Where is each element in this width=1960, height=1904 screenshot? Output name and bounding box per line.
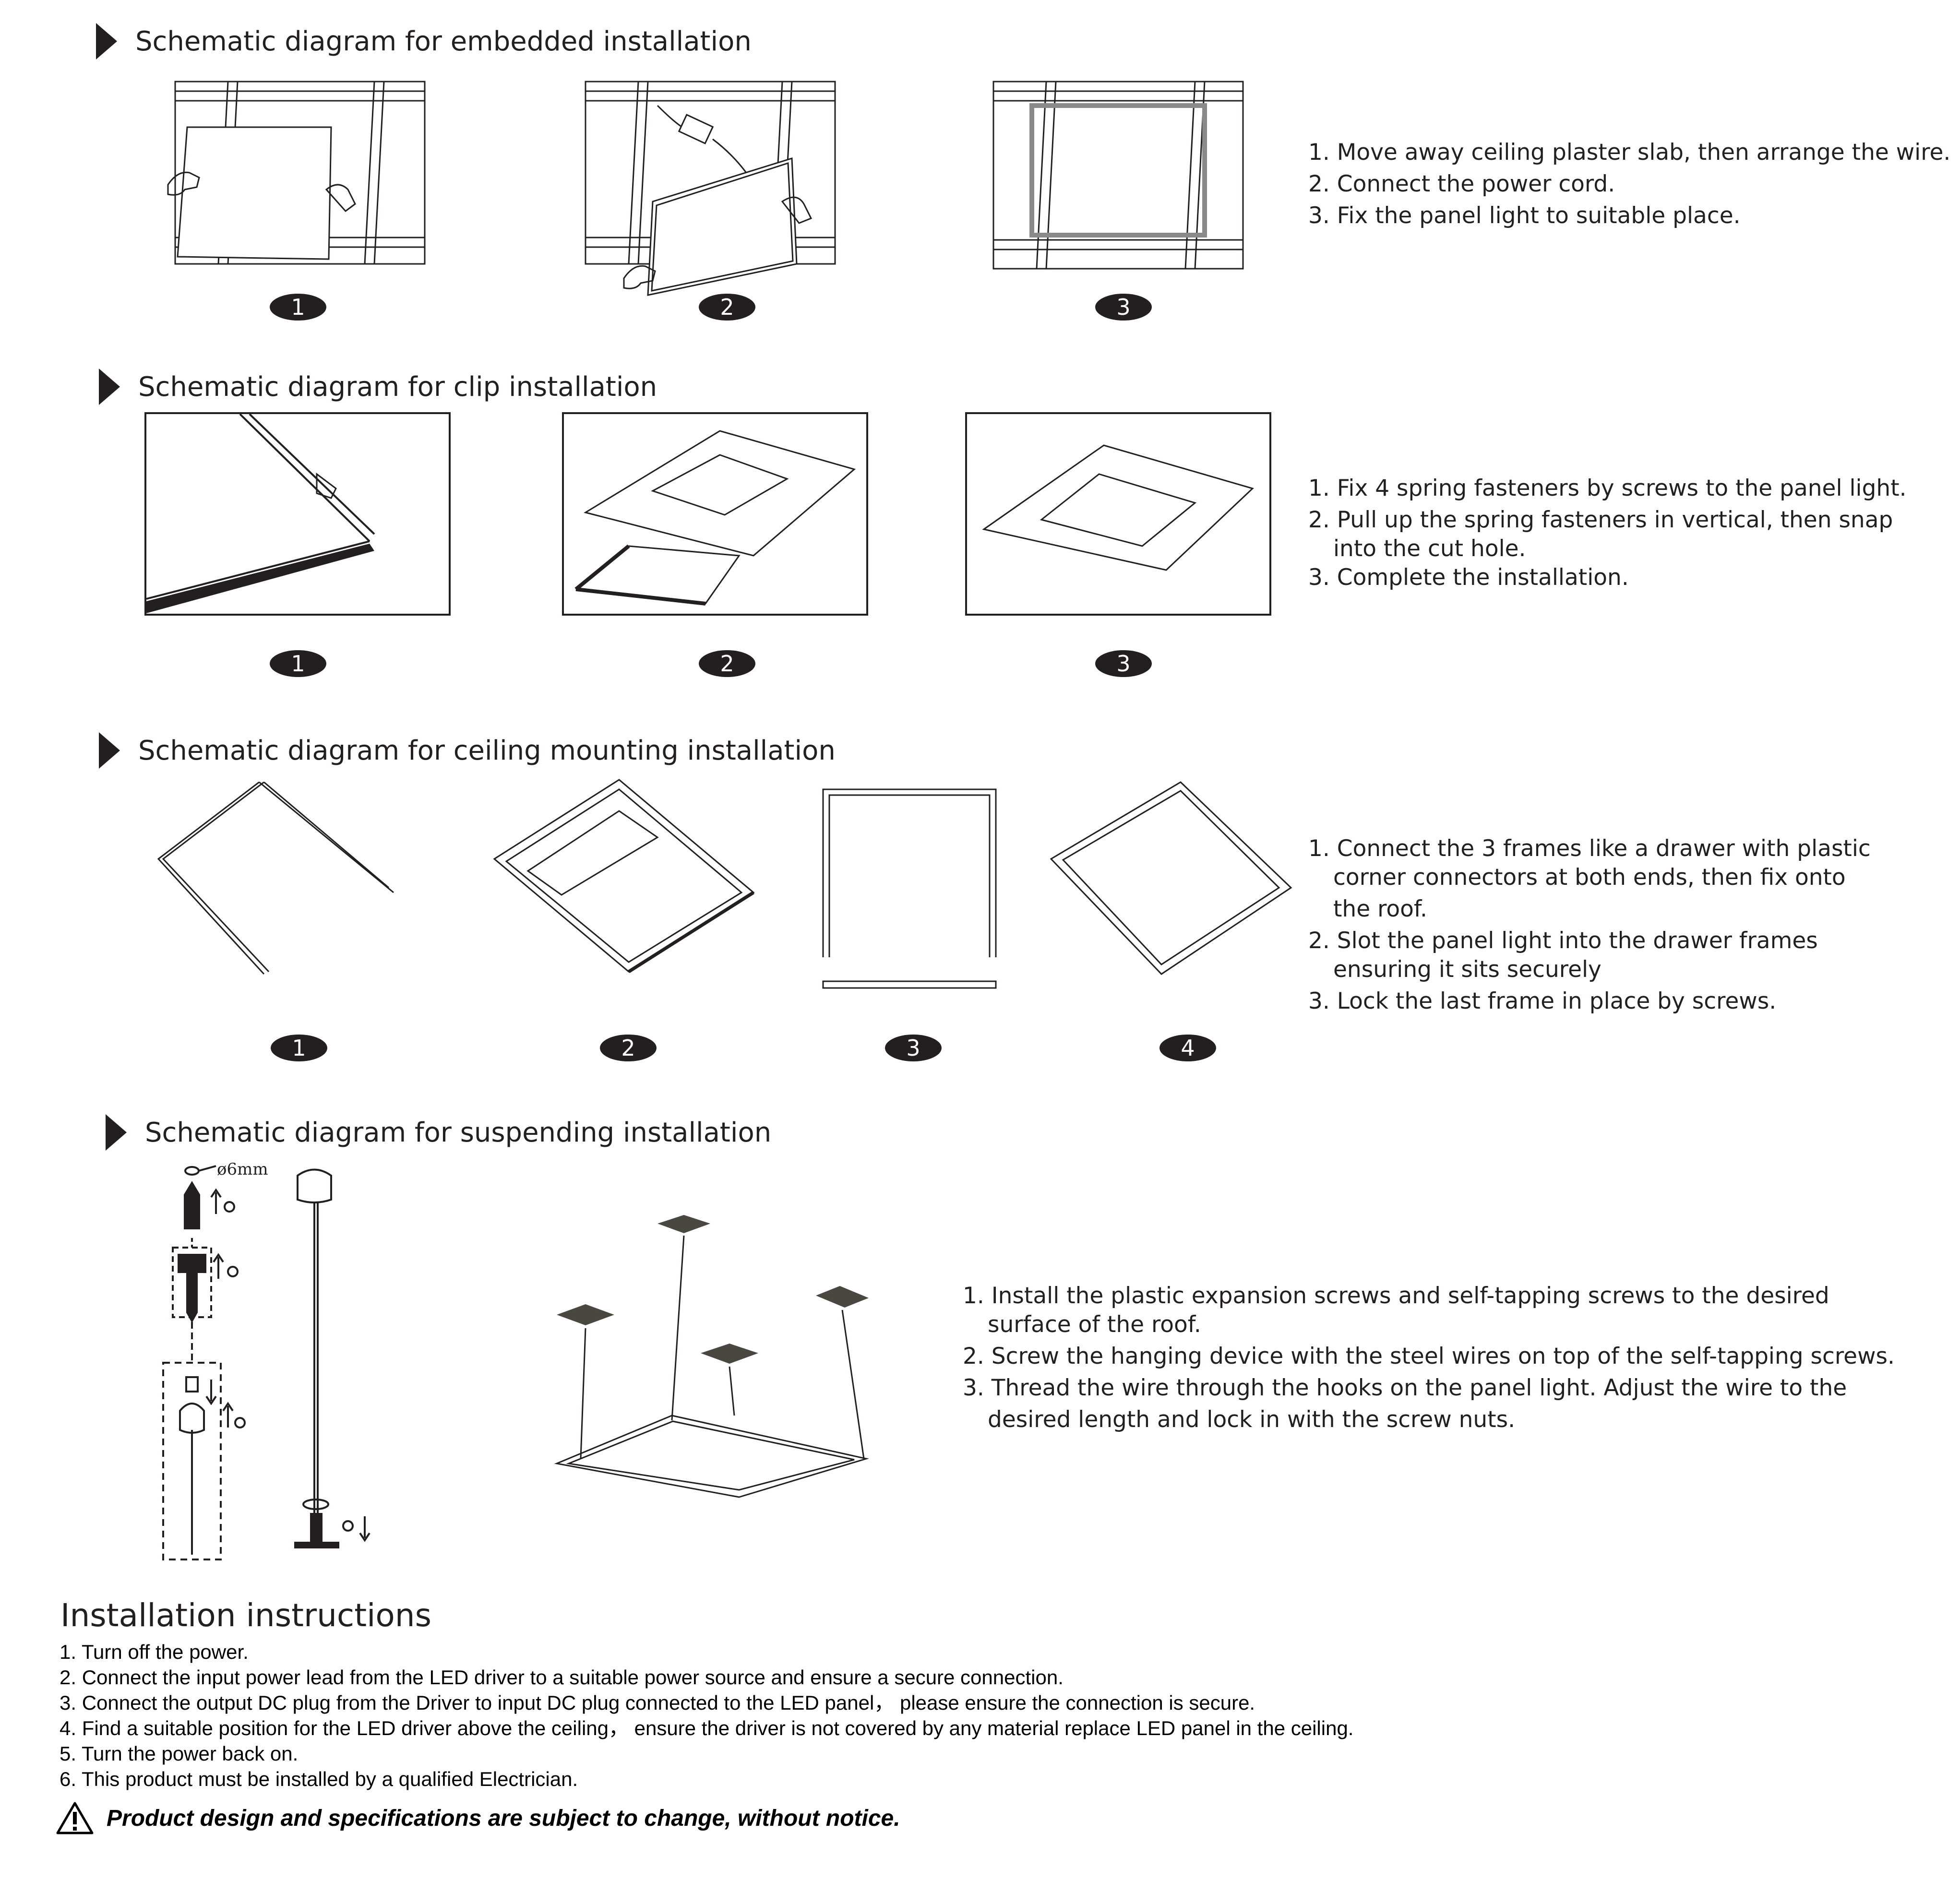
- step-text: 2. Pull up the spring fasteners in verti…: [1308, 507, 1893, 533]
- step-text: 1. Fix 4 spring fasteners by screws to t…: [1308, 475, 1907, 501]
- section-title-text: Schematic diagram for clip installation: [138, 371, 657, 403]
- step-text: 2. Screw the hanging device with the ste…: [963, 1343, 1895, 1369]
- installation-item: 4. Find a suitable position for the LED …: [60, 1717, 1354, 1739]
- figure-embedded-step-1: [139, 77, 437, 278]
- section-arrow-icon: [99, 732, 120, 769]
- figure-clip-step-1: [144, 412, 451, 616]
- step-text: ensuring it sits securely: [1333, 956, 1601, 983]
- step-text: 3. Lock the last frame in place by screw…: [1308, 988, 1777, 1014]
- notice-text: Product design and specifications are su…: [107, 1805, 900, 1831]
- section-title-text: Schematic diagram for ceiling mounting i…: [138, 735, 836, 766]
- warning-triangle-icon: [56, 1802, 94, 1834]
- figure-embedded-step-3: [989, 77, 1248, 278]
- step-text: 1. Move away ceiling plaster slab, then …: [1308, 139, 1951, 166]
- step-badge-3: 3: [1095, 294, 1152, 321]
- step-badge-2: 2: [699, 294, 755, 321]
- installation-item: 6. This product must be installed by a q…: [60, 1768, 578, 1790]
- installation-item: 3. Connect the output DC plug from the D…: [60, 1691, 1255, 1714]
- suspending-steps-list: 1. Install the plastic expansion screws …: [963, 1280, 1895, 1436]
- section-arrow-icon: [106, 1114, 127, 1151]
- installation-list: 1. Turn off the power. 2. Connect the in…: [60, 1639, 1353, 1792]
- step-badge-1: 1: [270, 294, 326, 321]
- section-arrow-icon: [99, 369, 120, 405]
- step-text: corner connectors at both ends, then fix…: [1333, 864, 1846, 891]
- figure-ceiling-step-3: [811, 780, 1022, 1000]
- figure-clip-step-3: [965, 412, 1272, 616]
- step-text: surface of the roof.: [988, 1311, 1201, 1338]
- clip-steps-list: 1. Fix 4 spring fasteners by screws to t…: [1308, 473, 1907, 594]
- section-title-ceiling-mounting: Schematic diagram for ceiling mounting i…: [99, 732, 836, 769]
- figure-embedded-step-2: [576, 77, 845, 302]
- step-badge-4: 4: [1159, 1035, 1216, 1061]
- figure-ceiling-step-1: [149, 773, 408, 984]
- section-title-text: Schematic diagram for suspending install…: [145, 1117, 772, 1148]
- section-arrow-icon: [96, 23, 117, 60]
- section-title-text: Schematic diagram for embedded installat…: [135, 25, 752, 57]
- step-badge-1: 1: [270, 650, 326, 677]
- figure-clip-step-2: [562, 412, 869, 616]
- step-text: the roof.: [1333, 896, 1427, 922]
- notice: Product design and specifications are su…: [56, 1801, 900, 1835]
- step-text: 1. Install the plastic expansion screws …: [963, 1283, 1829, 1309]
- step-badge-1: 1: [271, 1035, 327, 1061]
- installation-item: 2. Connect the input power lead from the…: [60, 1666, 1064, 1689]
- installation-item: 5. Turn the power back on.: [60, 1742, 299, 1765]
- ceiling-steps-list: 1. Connect the 3 frames like a drawer wi…: [1308, 833, 1871, 1017]
- section-title-embedded: Schematic diagram for embedded installat…: [96, 23, 752, 60]
- step-text: 1. Connect the 3 frames like a drawer wi…: [1308, 835, 1871, 862]
- figure-suspending-panel: [547, 1209, 893, 1507]
- section-title-suspending: Schematic diagram for suspending install…: [106, 1114, 771, 1151]
- step-text: 2. Connect the power cord.: [1308, 171, 1615, 197]
- step-badge-2: 2: [600, 1035, 657, 1061]
- installation-item: 1. Turn off the power.: [60, 1641, 249, 1663]
- installation-title: Installation instructions: [60, 1597, 432, 1634]
- step-text: 3. Fix the panel light to suitable place…: [1308, 202, 1741, 229]
- figure-ceiling-step-2: [485, 775, 763, 976]
- step-text: 3. Thread the wire through the hooks on …: [963, 1375, 1847, 1401]
- diameter-label: ø6mm: [217, 1161, 268, 1179]
- figure-ceiling-step-4: [1041, 773, 1301, 984]
- step-text: 3. Complete the installation.: [1308, 564, 1629, 591]
- step-badge-2: 2: [699, 650, 755, 677]
- step-text: into the cut hole.: [1333, 536, 1526, 562]
- figure-suspending-hardware: ø6mm: [158, 1161, 389, 1564]
- step-text: desired length and lock in with the scre…: [988, 1406, 1516, 1433]
- step-badge-3: 3: [885, 1035, 942, 1061]
- step-text: 2. Slot the panel light into the drawer …: [1308, 928, 1818, 954]
- embedded-steps-list: 1. Move away ceiling plaster slab, then …: [1308, 137, 1950, 232]
- step-badge-3: 3: [1095, 650, 1152, 677]
- section-title-clip: Schematic diagram for clip installation: [99, 369, 657, 405]
